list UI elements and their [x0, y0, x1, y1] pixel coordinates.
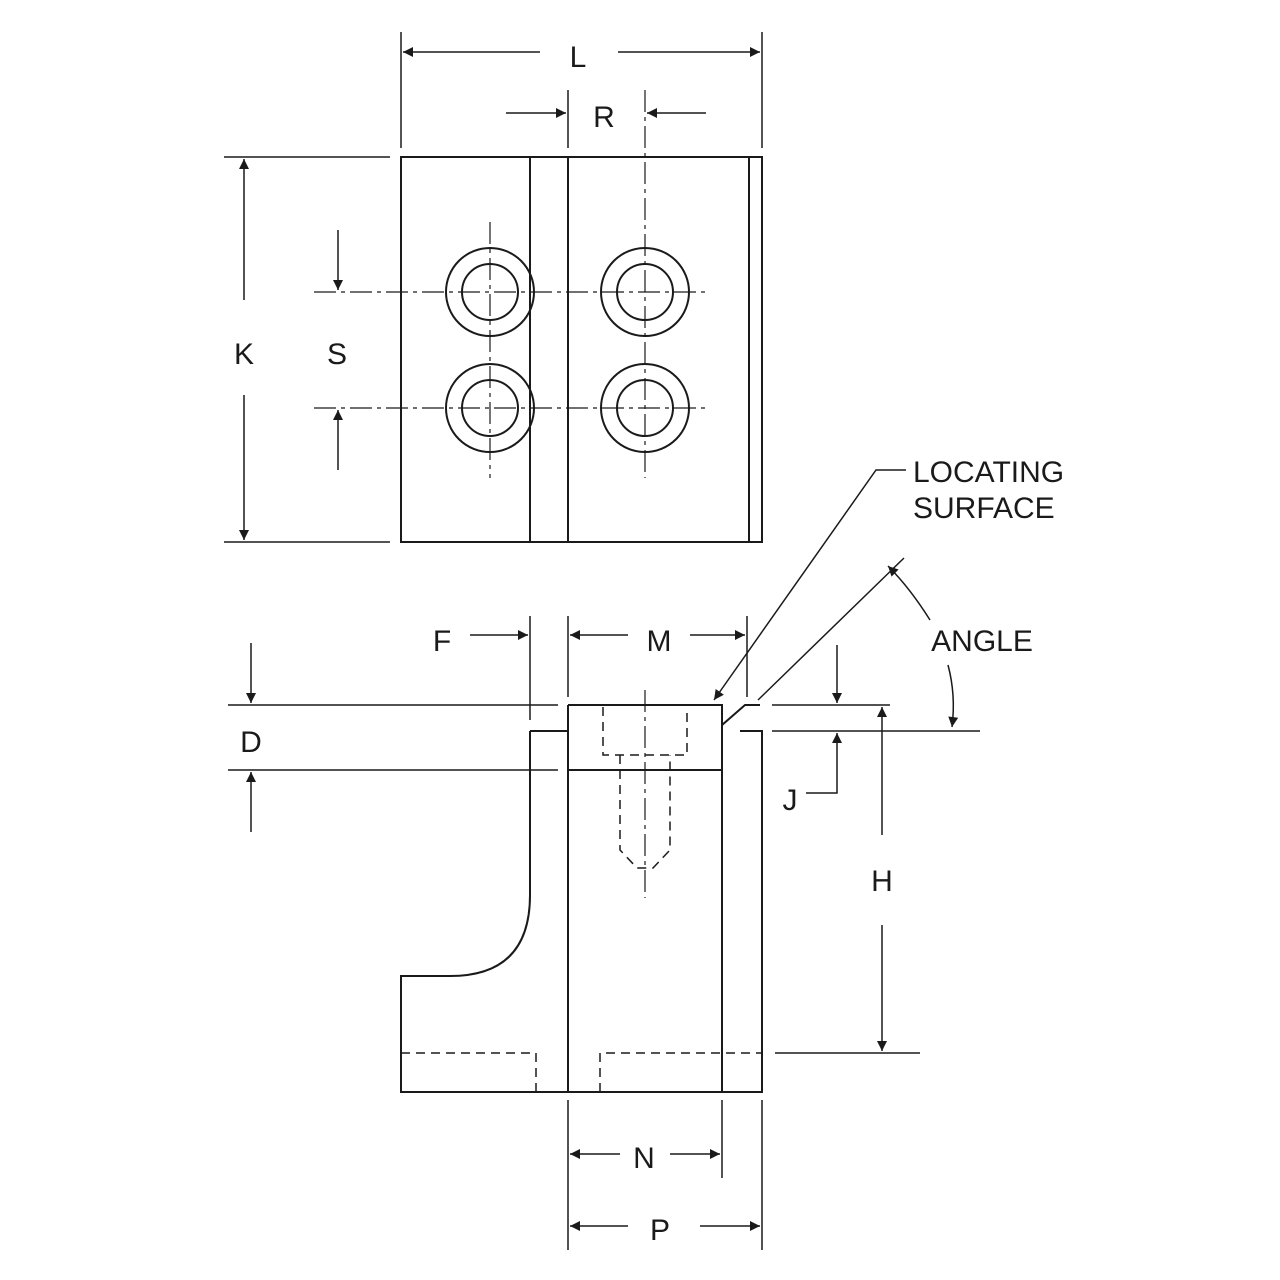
- front-view-body-outline: [400, 730, 763, 1093]
- top-view-outline: [400, 156, 763, 543]
- hidden-screw-shank: [619, 755, 671, 869]
- top-view: L R K S: [224, 32, 763, 543]
- label-K: K: [234, 338, 254, 371]
- label-N: N: [633, 1142, 655, 1175]
- hidden-base-slot: [401, 1052, 762, 1092]
- label-D: D: [240, 726, 262, 759]
- label-surface: SURFACE: [913, 492, 1055, 525]
- label-P: P: [650, 1214, 670, 1247]
- angle-line: [757, 557, 905, 701]
- label-locating: LOCATING: [913, 456, 1064, 489]
- angle-arc: [947, 664, 959, 728]
- label-R: R: [593, 101, 615, 134]
- label-J: J: [783, 784, 798, 817]
- label-H: H: [871, 865, 893, 898]
- jaw-insert-outline: [567, 704, 760, 771]
- locating-surface-leader: [713, 469, 906, 701]
- label-M: M: [647, 625, 672, 658]
- label-L: L: [570, 41, 587, 74]
- angle-arc: [887, 565, 931, 621]
- dim-line-J: [806, 733, 842, 794]
- label-F: F: [433, 625, 451, 658]
- label-S: S: [327, 338, 347, 371]
- front-view: F M D J H N P: [228, 456, 1064, 1250]
- label-angle: ANGLE: [931, 625, 1033, 658]
